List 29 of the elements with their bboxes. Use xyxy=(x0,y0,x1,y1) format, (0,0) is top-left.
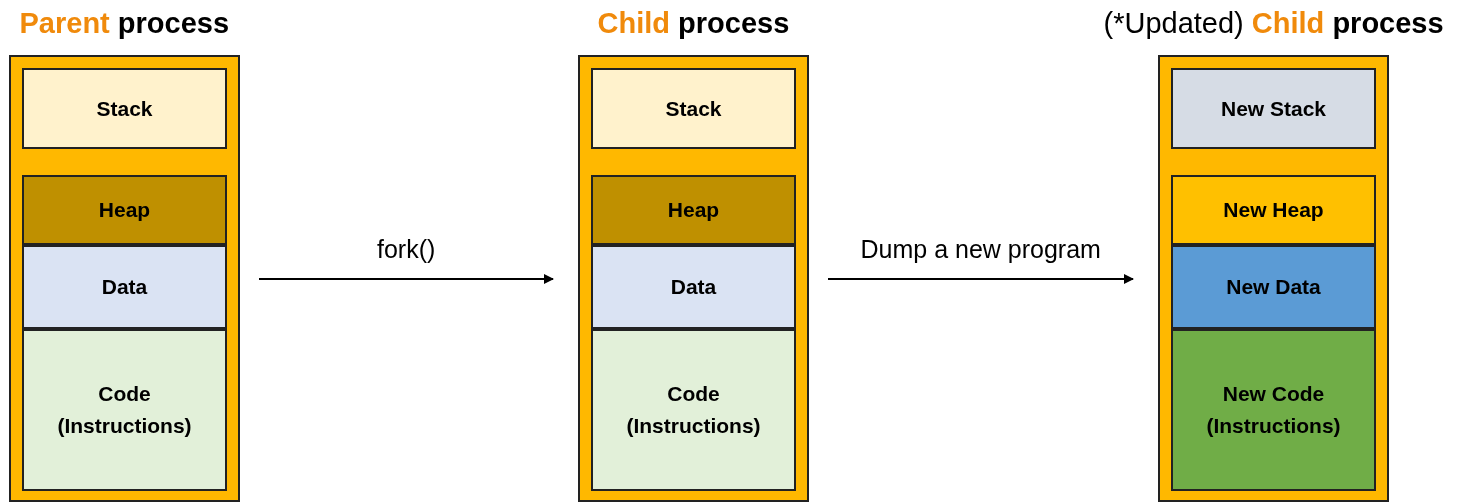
data-segment xyxy=(22,329,227,491)
segment-label: Stack xyxy=(665,95,722,122)
stack-segment xyxy=(591,175,796,245)
stack-segment xyxy=(22,175,227,245)
process-title: Child process xyxy=(597,6,790,41)
process-title: Parent process xyxy=(19,6,230,41)
segment-label: Data xyxy=(101,274,148,300)
segment-label: Code (Instructions) xyxy=(56,381,193,439)
segment-label: Data xyxy=(670,274,717,300)
code-segment xyxy=(1171,68,1376,149)
segment-label: New Heap xyxy=(1223,197,1324,223)
process-title: (*Updated) Child process xyxy=(1103,6,1444,41)
stack-segment xyxy=(1171,175,1376,245)
segment-label: Heap xyxy=(98,197,151,223)
code-segment xyxy=(591,68,796,149)
arrow xyxy=(827,274,1134,284)
segment-label: Code (Instructions) xyxy=(625,381,762,439)
data-segment xyxy=(1171,329,1376,491)
segment-label: Heap xyxy=(667,197,720,223)
segment-label: New Data xyxy=(1226,274,1321,300)
segment-label: Stack xyxy=(96,95,153,122)
heap-segment xyxy=(1171,245,1376,329)
arrow xyxy=(258,274,554,284)
segment-label: New Stack xyxy=(1220,95,1327,122)
code-segment xyxy=(22,68,227,149)
heap-segment xyxy=(22,245,227,329)
data-segment xyxy=(591,329,796,491)
segment-label: New Code (Instructions) xyxy=(1205,381,1342,439)
heap-segment xyxy=(591,245,796,329)
